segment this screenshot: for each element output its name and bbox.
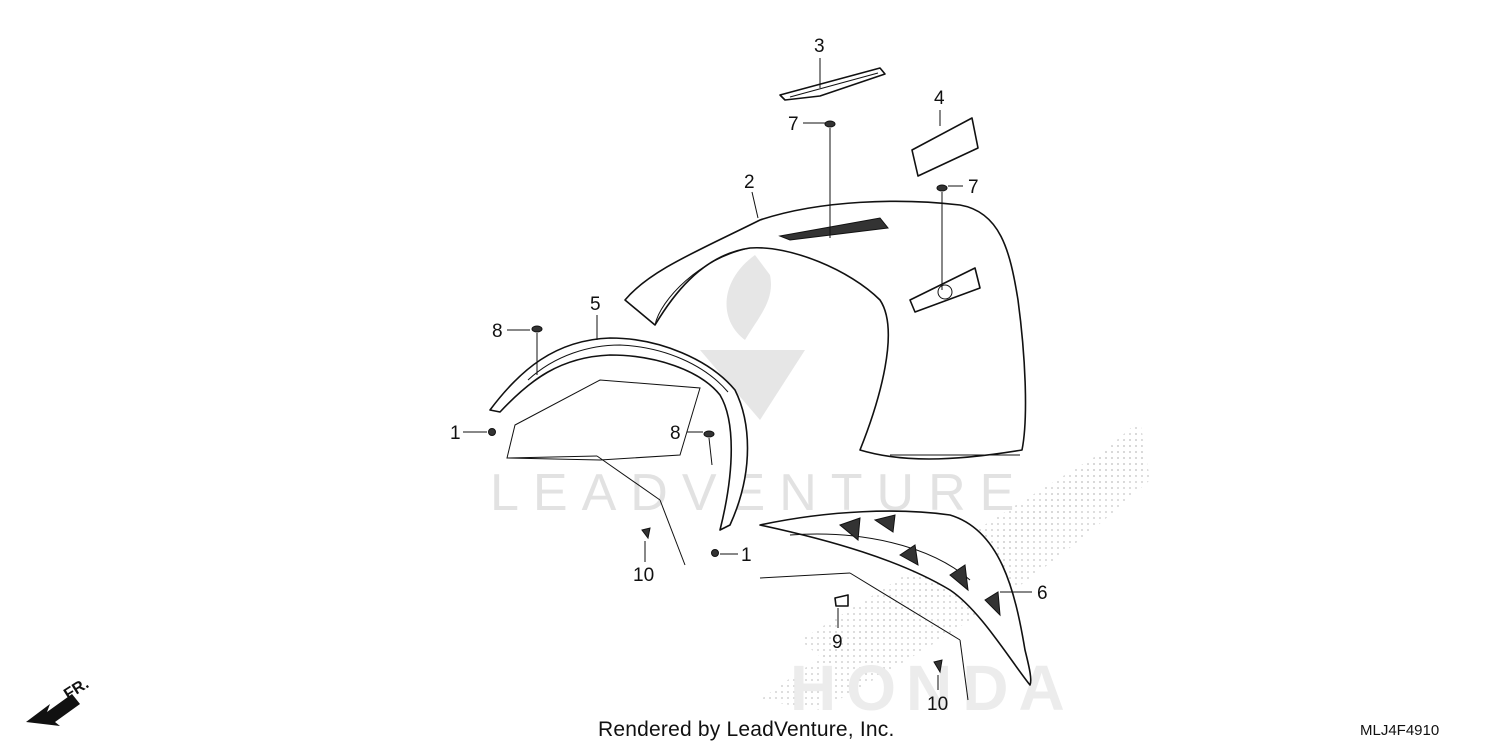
callout-1-right: 1 [741,545,752,566]
callout-4: 4 [934,88,945,109]
part-5-inner-frame[interactable] [489,337,749,566]
part-6-lid-panel[interactable] [759,510,1032,701]
callout-10-right: 10 [927,694,948,715]
fastener-9[interactable] [834,594,849,607]
front-direction-arrow-icon [26,694,80,726]
diagram-code: MLJ4F4910 [1360,722,1440,739]
callout-leaders [463,58,1032,690]
callout-5: 5 [590,294,601,315]
callout-7-side: 7 [968,177,979,198]
callout-8-left: 8 [492,321,503,342]
callout-1-left: 1 [450,423,461,444]
callout-3: 3 [814,36,825,57]
callout-10-left: 10 [633,565,654,586]
callout-8-right: 8 [670,423,681,444]
callout-9: 9 [832,632,843,653]
fastener-7-side[interactable] [936,184,948,290]
fastener-8-right[interactable] [703,430,715,466]
callout-7-upper: 7 [788,114,799,135]
part-2-cowl[interactable] [624,200,1027,460]
part-3-top-garnish[interactable] [779,67,886,101]
callout-6: 6 [1037,583,1048,604]
fastener-1-left[interactable] [488,428,496,436]
fastener-1-right[interactable] [711,549,719,557]
fastener-8-left[interactable] [531,325,543,375]
fastener-10-left[interactable] [641,527,651,540]
footer-credit: Rendered by LeadVenture, Inc. [598,718,895,741]
part-4-side-garnish[interactable] [911,117,979,177]
fastener-10-right[interactable] [933,659,943,674]
fastener-7-upper[interactable] [824,120,836,238]
watermark-text: LEADVENTURE [490,464,1028,522]
watermark-flame-logo [700,255,805,420]
callout-2: 2 [744,172,755,193]
